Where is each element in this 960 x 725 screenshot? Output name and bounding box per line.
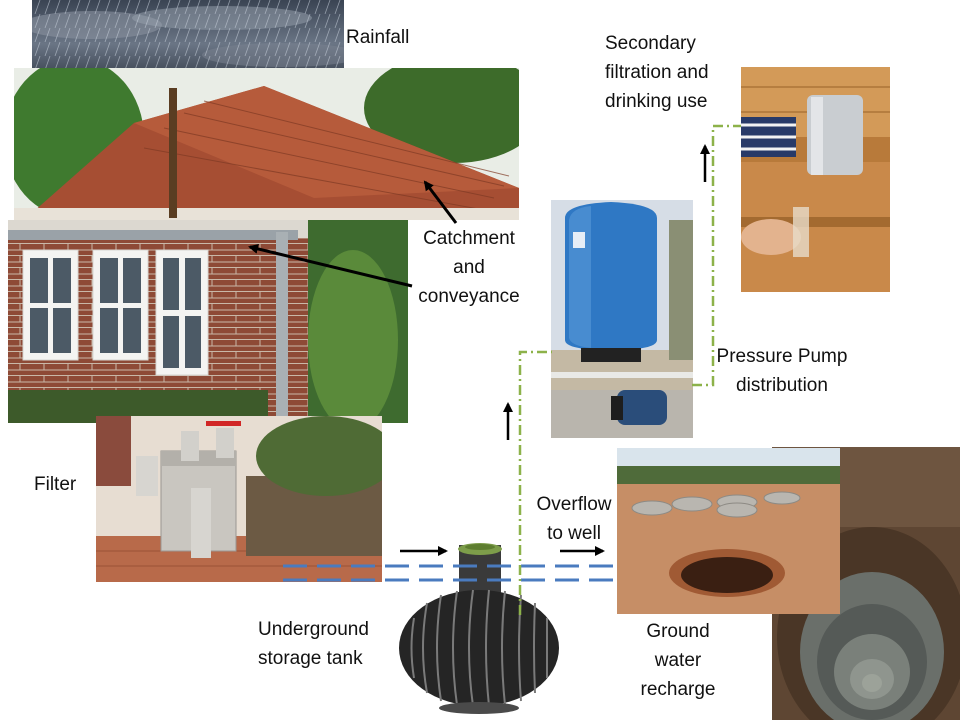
drinking-filter-photo xyxy=(741,67,890,292)
filter-photo xyxy=(96,416,382,582)
overflow-label: Overflow to well xyxy=(536,494,612,544)
catchment-label: Catchment and conveyance xyxy=(418,228,520,307)
filter-label: Filter xyxy=(34,474,77,495)
pressure-pump-label: Pressure Pump distribution xyxy=(716,346,848,396)
rainfall-label: Rainfall xyxy=(346,27,410,48)
wall-photo xyxy=(8,220,408,423)
well-photo xyxy=(772,447,960,720)
secondary-filtration-label: Secondary filtration and drinking use xyxy=(605,33,709,112)
water-level-lines xyxy=(283,564,618,582)
pressure-pump-photo xyxy=(551,200,693,438)
gutter-pointer-arrow xyxy=(248,244,413,288)
flow-line xyxy=(518,124,741,615)
storage-tank-illustration xyxy=(399,543,559,720)
roof-pointer-arrow xyxy=(423,180,458,224)
recharge-label: Ground water recharge xyxy=(640,621,716,700)
recharge-pit-photo xyxy=(617,448,840,614)
storage-tank-label: Underground storage tank xyxy=(258,619,369,669)
roof-photo xyxy=(14,68,519,220)
